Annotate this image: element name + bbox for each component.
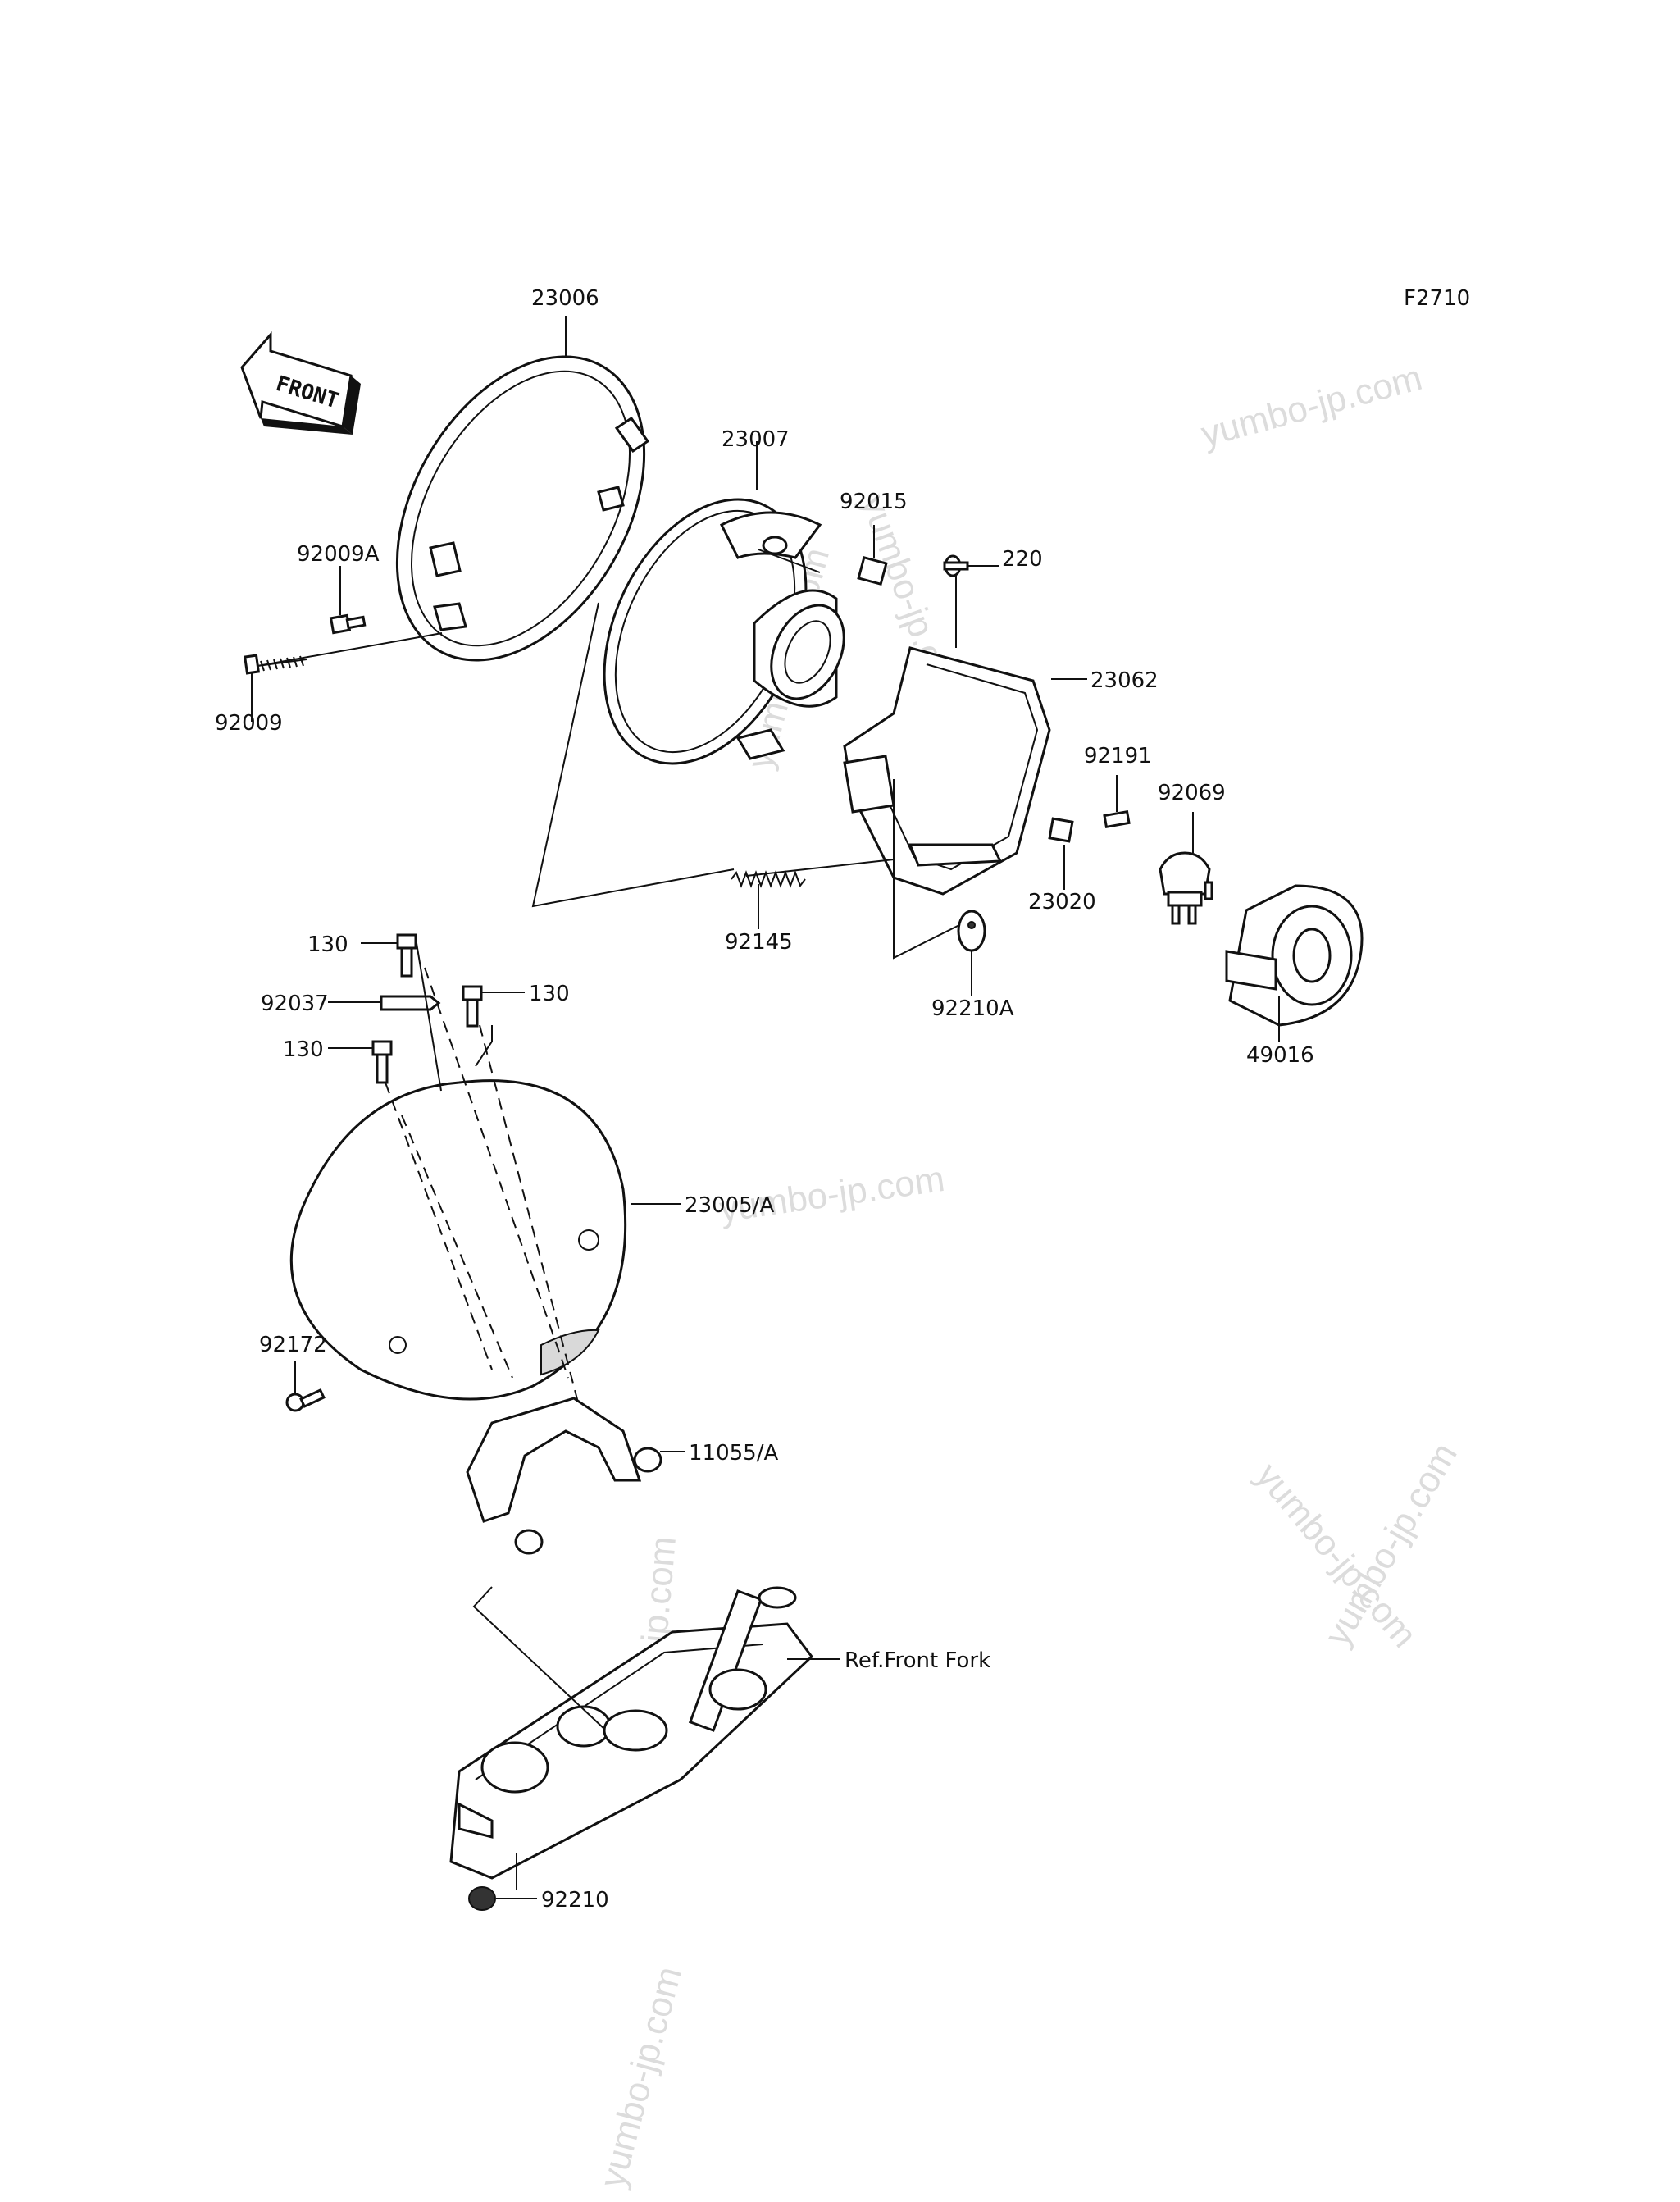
bolt-92009A [329, 613, 367, 635]
bolt-130-top [396, 933, 417, 978]
callout-23020: 23020 [1028, 890, 1096, 914]
callout-92210A: 92210A [931, 996, 1014, 1021]
callout-92037: 92037 [261, 992, 329, 1016]
callout-220: 220 [1002, 547, 1043, 572]
bulb-92069 [1159, 851, 1213, 925]
callout-23007: 23007 [722, 427, 790, 452]
watermark-text: yumbo-jp.com [1197, 358, 1427, 455]
callout-130-right: 130 [529, 982, 570, 1006]
dashed-guide-lines [385, 967, 579, 1403]
callout-11055A: 11055/A [689, 1441, 778, 1466]
nut-92015 [857, 555, 888, 586]
callout-92015: 92015 [840, 490, 908, 514]
front-fork-bracket [449, 1586, 814, 1880]
callout-23006: 23006 [531, 286, 599, 311]
leader-lines [251, 316, 1280, 1899]
callout-49016: 49016 [1246, 1043, 1314, 1068]
callout-23005A: 23005/A [685, 1193, 774, 1218]
callout-labels: 23006 23007 92015 220 92009A 92009 23062… [215, 286, 1314, 1913]
headlight-reflector [603, 498, 845, 765]
screw-92172 [285, 1388, 326, 1412]
callout-92009A: 92009A [297, 542, 380, 567]
watermark-text: yumbo-jp.com [592, 1963, 690, 2192]
callout-92191: 92191 [1084, 744, 1152, 768]
washer-92210A [957, 910, 986, 952]
callout-130-left: 130 [283, 1037, 324, 1062]
callout-92009: 92009 [215, 711, 283, 736]
diagram-code: F2710 [1404, 286, 1470, 311]
callout-23062: 23062 [1090, 668, 1159, 693]
bolt-130-right [462, 985, 483, 1028]
front-arrow-icon: FRONT [240, 331, 361, 435]
dust-cover-49016 [1225, 884, 1364, 1027]
headlight-housing [289, 1079, 627, 1401]
headlight-bracket [843, 646, 1051, 896]
mount-bracket-11055A [466, 1397, 662, 1555]
headlight-rim [395, 355, 650, 662]
pin-92191 [1103, 809, 1131, 829]
spring-92145 [731, 870, 806, 888]
bolt-130-left [371, 1040, 393, 1084]
clip-23020 [1048, 817, 1074, 843]
callout-92172: 92172 [259, 1333, 327, 1357]
callout-92145: 92145 [725, 930, 793, 955]
callout-130-top: 130 [307, 932, 348, 957]
nut-92210 [468, 1886, 496, 1911]
screw-220 [943, 554, 969, 577]
clamp-92037 [380, 995, 441, 1011]
screw-92009 [243, 654, 307, 675]
callout-92069: 92069 [1158, 781, 1226, 805]
callout-ref-front-fork: Ref.Front Fork [845, 1648, 990, 1673]
callout-92210: 92210 [541, 1888, 609, 1913]
